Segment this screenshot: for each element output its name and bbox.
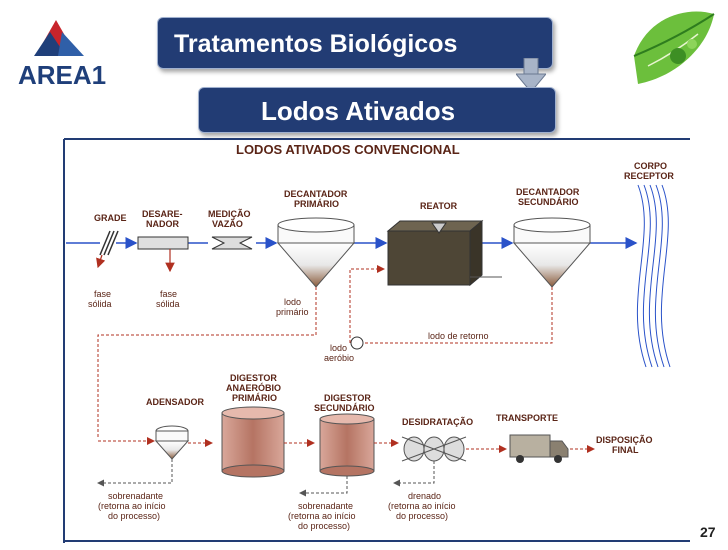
transporte-label: TRANSPORTE <box>496 413 558 423</box>
sobrenadante-2-b: (retorna ao início <box>288 511 356 521</box>
lodo-primario-a: lodo <box>284 297 301 307</box>
fase-solida-2-b: sólida <box>156 299 180 309</box>
grade-icon <box>99 230 119 256</box>
desarenador-label-2: NADOR <box>146 219 179 229</box>
slide-subtitle: Lodos Ativados <box>198 87 556 133</box>
logo-text: AREA1 <box>18 60 106 90</box>
disposicao-label-1: DISPOSIÇÃO <box>596 435 653 445</box>
sobrenadante-2-c: do processo) <box>298 521 350 531</box>
area1-logo-mark: AREA1 <box>18 20 106 90</box>
digestor-primario-label-2: ANAERÓBIO <box>226 382 281 393</box>
vazao-label: VAZÃO <box>212 219 243 229</box>
lodo-aerobio-a: lodo <box>330 343 347 353</box>
drenado-c: do processo) <box>396 511 448 521</box>
decantador-primario <box>276 217 356 288</box>
slide-title: Tratamentos Biológicos <box>157 17 553 69</box>
decantador-secundario-label-1: DECANTADOR <box>516 187 580 197</box>
fase-solida-1-a: fase <box>94 289 111 299</box>
sobrenadante-1-a: sobrenadante <box>108 491 163 501</box>
adensador-label: ADENSADOR <box>146 397 205 407</box>
desarenador-tank <box>137 236 189 250</box>
medicao-vazao-icon <box>211 236 253 250</box>
decantador-primario-label-2: PRIMÁRIO <box>294 199 339 209</box>
reator-tank <box>386 219 484 287</box>
grade-label: GRADE <box>94 213 127 223</box>
digestor-secundario-label-1: DIGESTOR <box>324 393 371 403</box>
desidratacao-label: DESIDRATAÇÃO <box>402 417 473 427</box>
desidratacao-icon <box>401 436 467 462</box>
drenado-a: drenado <box>408 491 441 501</box>
diagram-heading: LODOS ATIVADOS CONVENCIONAL <box>236 142 460 157</box>
process-diagram: LODOS ATIVADOS CONVENCIONAL GRADE DESARE… <box>62 137 692 545</box>
fase-solida-2-a: fase <box>160 289 177 299</box>
disposicao-label-2: FINAL <box>612 445 639 455</box>
area1-logo: AREA1 <box>14 18 124 96</box>
receptor-label: RECEPTOR <box>624 171 674 181</box>
digestor-primario-tank <box>221 406 285 478</box>
page-number: 27 <box>700 524 716 540</box>
leaf-icon <box>628 6 720 90</box>
corpo-label: CORPO <box>634 161 667 171</box>
sobrenadante-1-b: (retorna ao início <box>98 501 166 511</box>
decantador-secundario <box>512 217 592 288</box>
sobrenadante-2-a: sobrenadante <box>298 501 353 511</box>
digestor-secundario-label-2: SECUNDÁRIO <box>314 403 375 413</box>
lodo-aerobio-b: aeróbio <box>324 353 354 363</box>
truck-icon <box>509 434 569 463</box>
decantador-primario-label-1: DECANTADOR <box>284 189 348 199</box>
digestor-secundario-tank <box>319 413 375 477</box>
desarenador-label-1: DESARE- <box>142 209 183 219</box>
sobrenadante-1-c: do processo) <box>108 511 160 521</box>
pump-icon <box>350 336 364 350</box>
lodo-primario-b: primário <box>276 307 309 317</box>
medicao-label: MEDIÇÃO <box>208 209 251 219</box>
reator-label: REATOR <box>420 201 458 211</box>
adensador-tank <box>154 425 190 460</box>
decantador-secundario-label-2: SECUNDÁRIO <box>518 197 579 207</box>
lodo-retorno-label: lodo de retorno <box>428 331 489 341</box>
digestor-primario-label-1: DIGESTOR <box>230 373 277 383</box>
corpo-receptor-river <box>636 184 671 368</box>
down-arrow-icon <box>514 57 548 94</box>
digestor-primario-label-3: PRIMÁRIO <box>232 393 277 403</box>
fase-solida-1-b: sólida <box>88 299 112 309</box>
drenado-b: (retorna ao início <box>388 501 456 511</box>
